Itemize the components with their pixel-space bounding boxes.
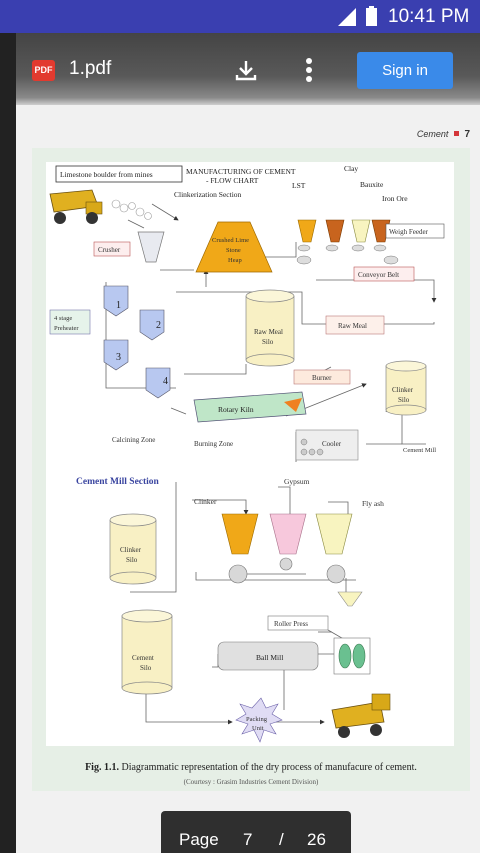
page-indicator: Page 7 / 26 xyxy=(161,811,351,853)
header-marker xyxy=(454,131,460,136)
feed-rollers xyxy=(228,557,346,584)
crusher-hopper xyxy=(137,231,165,263)
page-header-number: 7 xyxy=(464,129,470,140)
burning-zone-label: Burning Zone xyxy=(194,440,233,448)
preheater-label-2: Preheater xyxy=(54,325,79,332)
ball-mill-label: Ball Mill xyxy=(256,653,283,662)
preheater-label-1: 4 stage xyxy=(54,315,72,322)
clay-label: Clay xyxy=(344,164,358,173)
lst-hopper xyxy=(297,219,317,243)
burner-label: Burner xyxy=(312,374,332,382)
heap-label-2: Stone xyxy=(226,247,241,254)
caption-label: Fig. 1.1. xyxy=(85,762,119,773)
separator-hopper xyxy=(337,591,363,607)
sign-in-button[interactable]: Sign in xyxy=(357,52,453,89)
caption-text: Diagrammatic representation of the dry p… xyxy=(118,762,417,773)
file-name: 1.pdf xyxy=(69,58,112,79)
raw-meal-silo xyxy=(245,289,295,367)
clinkerization-label: Clinkerization Section xyxy=(174,190,242,199)
stage-1-label: 1 xyxy=(116,300,121,311)
page-separator: / xyxy=(279,830,284,849)
figure-credit: (Courtesy : Grasim Industries Cement Div… xyxy=(183,778,319,786)
toolbar: PDF 1.pdf Sign in xyxy=(16,33,480,105)
ball-mill xyxy=(217,641,319,671)
bauxite-label: Bauxite xyxy=(360,180,384,189)
clinker-hopper xyxy=(221,513,259,555)
clinker-silo-label-2: Silo xyxy=(398,396,410,404)
weigh-feeder-label: Weigh Feeder xyxy=(389,228,429,236)
cement-silo-label-2: Silo xyxy=(140,664,152,672)
figure-box: Limestone boulder from mines MANUFACTURI… xyxy=(32,148,470,791)
cement-silo xyxy=(121,609,173,695)
bauxite-hopper xyxy=(351,219,371,243)
crusher-label: Crusher xyxy=(98,246,121,254)
flow-chart: Limestone boulder from mines MANUFACTURI… xyxy=(46,162,454,746)
figure-caption: Fig. 1.1. Diagrammatic representation of… xyxy=(32,762,470,773)
battery-icon xyxy=(366,6,377,26)
packing-unit-label-1: Packing xyxy=(246,716,268,723)
page-section: Cement xyxy=(416,129,449,139)
cooler-box xyxy=(295,429,359,461)
cooler-rollers xyxy=(300,438,324,456)
dump-truck-icon-2 xyxy=(331,693,391,738)
heap-label-1: Crushed Lime xyxy=(212,237,249,244)
fly-ash-label: Fly ash xyxy=(362,499,384,508)
fly-ash-hopper xyxy=(315,513,353,555)
kiln-flame xyxy=(284,398,302,412)
cyclone-stages xyxy=(103,285,171,399)
clinker-silo-2-label-1: Clinker xyxy=(120,546,142,554)
stage-3-label: 3 xyxy=(116,352,121,363)
limestone-label: Limestone boulder from mines xyxy=(60,170,153,179)
weigh-feeder-rollers xyxy=(296,244,399,265)
rotary-kiln xyxy=(193,391,307,423)
clay-hopper xyxy=(325,219,345,243)
side-gutter xyxy=(0,33,16,853)
gypsum-label: Gypsum xyxy=(284,477,310,486)
stage-4-label: 4 xyxy=(163,376,168,387)
clinker-silo-2 xyxy=(109,513,157,585)
current-page: 7 xyxy=(243,830,253,849)
cement-mill-label: Cement Mill xyxy=(403,447,436,454)
dump-truck-icon xyxy=(49,189,103,224)
cement-silo-label-1: Cement xyxy=(132,654,154,662)
chart-title-1: MANUFACTURING OF CEMENT xyxy=(186,167,296,176)
clock: 10:41 PM xyxy=(388,6,470,27)
more-options-icon[interactable] xyxy=(304,57,314,83)
pdf-viewer[interactable]: PDF 1.pdf Sign in Cement 7 xyxy=(16,33,480,853)
iron-ore-hopper xyxy=(371,219,391,243)
crushed-limestone-heap xyxy=(195,221,273,273)
page-label: Page xyxy=(179,830,219,849)
clinker-silo-label-1: Clinker xyxy=(392,386,414,394)
clinker-silo-2-label-2: Silo xyxy=(126,556,138,564)
stage-2-label: 2 xyxy=(156,320,161,331)
lst-label: LST xyxy=(292,181,306,190)
rotary-kiln-label: Rotary Kiln xyxy=(218,405,254,414)
press-roll-right xyxy=(352,643,366,669)
status-bar: 10:41 PM xyxy=(0,0,480,33)
clinker-silo xyxy=(385,360,427,416)
press-roll-left xyxy=(338,643,352,669)
packing-unit-burst xyxy=(235,697,283,743)
conveyor-belt-label: Conveyor Belt xyxy=(358,271,399,279)
page-header: Cement 7 xyxy=(16,129,470,140)
signal-icon xyxy=(338,8,356,26)
packing-unit-label-2: Unit xyxy=(252,725,264,732)
heap-label-3: Heap xyxy=(228,257,242,264)
limestone-boulders xyxy=(111,199,152,220)
cooler-label: Cooler xyxy=(322,440,342,448)
pdf-file-icon: PDF xyxy=(32,60,55,81)
cement-mill-section-heading: Cement Mill Section xyxy=(76,477,160,487)
iron-ore-label: Iron Ore xyxy=(382,194,408,203)
calcining-zone-label: Calcining Zone xyxy=(112,436,155,444)
flow-chart-drawing: Limestone boulder from mines MANUFACTURI… xyxy=(49,164,445,743)
clinker-label: Clinker xyxy=(194,497,217,506)
download-icon[interactable] xyxy=(234,58,258,82)
raw-meal-silo-label-2: Silo xyxy=(262,338,274,346)
raw-meal-silo-label-1: Raw Meal xyxy=(254,328,283,336)
total-pages: 26 xyxy=(307,830,326,849)
raw-meal-label: Raw Meal xyxy=(338,322,367,330)
gypsum-hopper xyxy=(269,513,307,555)
chart-title-2: - FLOW CHART xyxy=(206,176,259,185)
roller-press-label: Roller Press xyxy=(274,620,308,628)
